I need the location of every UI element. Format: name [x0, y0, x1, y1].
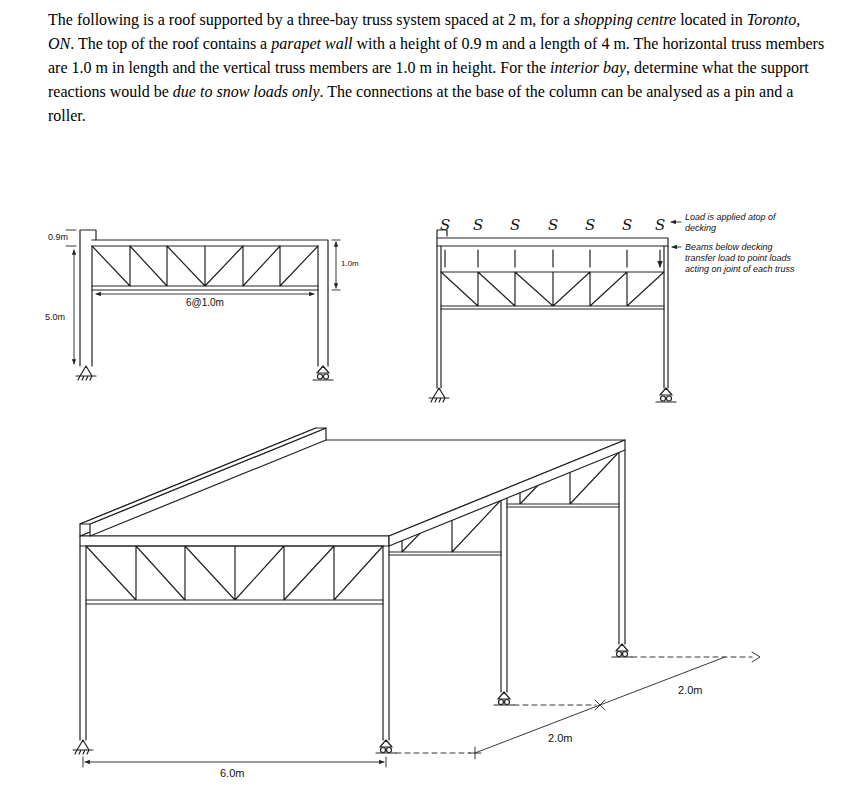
leader-arrow	[671, 222, 681, 223]
roller-support	[505, 700, 510, 705]
statement-text: shopping centre	[574, 11, 676, 28]
pin-support	[73, 740, 93, 754]
pin-support	[429, 388, 449, 402]
dimension-line	[83, 657, 725, 767]
pin-support	[76, 366, 96, 380]
parapet-wall	[80, 428, 326, 524]
roller-support	[318, 374, 323, 379]
ground-line	[396, 657, 752, 753]
dimension-line	[336, 242, 337, 288]
statement-text: . The top of the roof contains a	[70, 35, 271, 52]
pin-support	[76, 366, 96, 380]
frame-elevation	[92, 246, 318, 290]
dimension-line	[85, 762, 384, 763]
interior-truss	[501, 498, 507, 692]
snow-symbol: S	[473, 217, 483, 234]
roller-support	[661, 396, 666, 401]
pin-support	[429, 388, 449, 402]
snow-symbol: S	[440, 217, 450, 234]
roller-support	[324, 374, 329, 379]
ground-line	[396, 652, 760, 759]
frame-elevation	[80, 230, 328, 366]
problem-statement: The following is a roof supported by a t…	[48, 8, 830, 128]
dimension-label: 5.0m	[45, 312, 65, 322]
roller-support	[376, 740, 396, 753]
roller-support	[313, 366, 333, 380]
roller-support	[499, 700, 504, 705]
back-truss	[619, 450, 625, 644]
roller-support	[667, 396, 672, 401]
roof-deck	[389, 440, 625, 546]
snow-symbol: S	[622, 217, 632, 234]
pin-support	[73, 740, 93, 754]
snow-symbol: S	[585, 217, 595, 234]
snow-symbol: S	[548, 217, 558, 234]
roller-support	[656, 388, 676, 402]
note-text: Load is applied atop of decking	[685, 212, 795, 234]
roller-support	[623, 652, 628, 657]
roof-deck	[80, 536, 389, 546]
front-truss	[86, 546, 383, 604]
roller-support	[381, 748, 386, 753]
parapet-wall	[90, 428, 326, 536]
dimension-label: 6.0m	[220, 767, 244, 780]
dimension-line	[96, 294, 314, 295]
dimension-line	[74, 250, 75, 364]
statement-text: parapet wall	[271, 35, 352, 52]
statement-text: due to snow loads only	[173, 83, 320, 100]
statement-text: located in	[676, 11, 747, 28]
dimension-label: 2.0m	[548, 732, 572, 745]
roller-support	[387, 748, 392, 753]
dimension-label: 2.0m	[678, 684, 702, 697]
parapet-wall	[80, 428, 326, 536]
point-load-arrow	[445, 250, 660, 267]
roller-support	[494, 692, 514, 705]
dimension-line	[66, 230, 340, 364]
statement-text: The following is a roof supported by a t…	[48, 11, 574, 28]
roller-support	[617, 652, 622, 657]
loaded-frame	[441, 272, 664, 309]
dimension-label: 1.0m	[341, 259, 359, 268]
dimension-line	[332, 240, 340, 290]
point-load-arrow	[445, 250, 660, 267]
roof-deck	[80, 440, 625, 536]
dimension-line	[475, 657, 725, 753]
roller-support	[656, 388, 676, 402]
loaded-frame	[437, 230, 668, 388]
line-art	[66, 222, 760, 767]
leader-arrow	[672, 247, 681, 248]
snow-symbol: S	[655, 217, 665, 234]
roller-support	[376, 644, 632, 753]
front-truss	[80, 546, 389, 740]
ground-line	[469, 652, 760, 759]
front-truss	[80, 546, 389, 740]
dimension-label: 0.9m	[48, 232, 68, 242]
leader-arrow	[671, 222, 681, 247]
roller-support	[313, 366, 333, 380]
dimension-line	[83, 757, 386, 767]
snow-symbol: S	[510, 217, 520, 234]
note-text: Beams below decking transfer load to poi…	[685, 242, 797, 275]
dimension-label: 6@1.0m	[186, 297, 224, 309]
frame-elevation	[80, 230, 328, 366]
loaded-frame	[437, 246, 668, 388]
roller-support	[612, 644, 632, 657]
statement-text: interior bay	[550, 59, 626, 76]
